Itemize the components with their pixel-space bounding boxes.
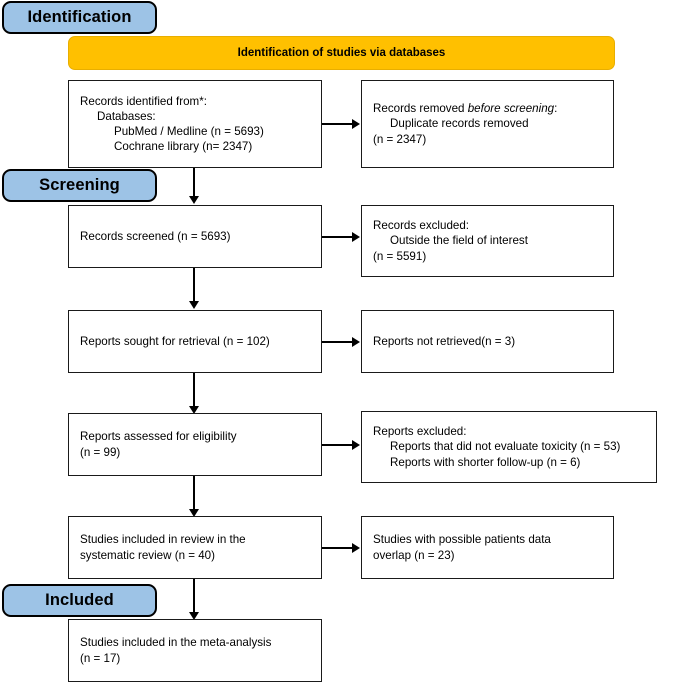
studies-included-review-line-1: Studies included in review in the	[80, 533, 246, 547]
arrow-identified-to-removed	[322, 123, 353, 125]
records-removed-italic: before screening	[467, 102, 555, 116]
records-excluded-line-3: (n = 5591)	[373, 249, 427, 263]
studies-included-review-line-2: systematic review (n = 40)	[80, 548, 215, 562]
box-reports-sought: Reports sought for retrieval (n = 102)	[68, 310, 322, 373]
box-records-removed: Records removed before screening: Duplic…	[361, 80, 614, 168]
records-identified-line-1: Records identified from*:	[80, 94, 207, 108]
reports-excluded-line-3: Reports with shorter follow-up (n = 6)	[390, 455, 581, 469]
arrow-included-review-to-meta	[193, 579, 195, 613]
records-identified-line-3: PubMed / Medline (n = 5693)	[114, 125, 264, 138]
stage-tab-identification-label: Identification	[27, 8, 132, 26]
records-identified-line-2: Databases:	[97, 109, 156, 123]
records-screened-line-1: Records screened (n = 5693)	[80, 229, 231, 243]
reports-excluded-line-1: Reports excluded:	[373, 425, 467, 439]
box-reports-not-retrieved: Reports not retrieved(n = 3)	[361, 310, 614, 373]
studies-overlap-line-1: Studies with possible patients data	[373, 533, 551, 547]
arrowhead-assessed-to-excluded	[352, 440, 360, 450]
records-removed-line-1: Records removed before screening:	[373, 101, 602, 116]
records-excluded-line-2: Outside the field of interest	[390, 234, 528, 248]
records-identified-line-4: Cochrane library (n= 2347)	[114, 140, 253, 154]
arrow-assessed-to-excluded	[322, 444, 353, 446]
reports-sought-line-1: Reports sought for retrieval (n = 102)	[80, 334, 270, 348]
reports-assessed-line-1: Reports assessed for eligibility	[80, 430, 237, 444]
stage-tab-included: Included	[2, 584, 157, 617]
stage-tab-identification: Identification	[2, 1, 157, 34]
arrowhead-sought-to-assessed	[189, 406, 199, 414]
records-removed-prefix: Records removed	[373, 102, 468, 116]
box-reports-excluded: Reports excluded: Reports that did not e…	[361, 411, 657, 483]
stage-tab-included-label: Included	[45, 591, 114, 609]
stage-tab-screening: Screening	[2, 169, 157, 202]
reports-assessed-line-2: (n = 99)	[80, 445, 121, 459]
arrow-screened-to-sought	[193, 268, 195, 302]
arrow-assessed-to-included-review	[193, 476, 195, 510]
arrow-screened-to-excluded	[322, 236, 353, 238]
reports-not-retrieved-line-1: Reports not retrieved(n = 3)	[373, 334, 516, 348]
studies-meta-analysis-line-2: (n = 17)	[80, 651, 121, 665]
arrowhead-identified-to-screened	[189, 196, 199, 204]
arrowhead-included-review-to-meta	[189, 612, 199, 620]
arrowhead-screened-to-sought	[189, 301, 199, 309]
arrowhead-identified-to-removed	[352, 119, 360, 129]
arrowhead-screened-to-excluded	[352, 232, 360, 242]
arrow-included-review-to-overlap	[322, 547, 353, 549]
records-excluded-line-1: Records excluded:	[373, 219, 470, 233]
records-removed-line-3: (n = 2347)	[373, 132, 427, 146]
box-studies-included-review: Studies included in review in the system…	[68, 516, 322, 579]
records-removed-line-2: Duplicate records removed	[390, 117, 529, 131]
studies-overlap-line-2: overlap (n = 23)	[373, 548, 455, 562]
box-studies-overlap: Studies with possible patients data over…	[361, 516, 614, 579]
box-records-identified: Records identified from*: Databases: Pub…	[68, 80, 322, 168]
arrow-sought-to-assessed	[193, 373, 195, 407]
box-reports-assessed: Reports assessed for eligibility (n = 99…	[68, 413, 322, 476]
arrowhead-sought-to-not-retrieved	[352, 337, 360, 347]
stage-tab-screening-label: Screening	[39, 176, 120, 194]
records-removed-suffix: :	[554, 102, 558, 116]
identification-banner: Identification of studies via databases	[68, 36, 615, 70]
reports-excluded-line-2: Reports that did not evaluate toxicity (…	[390, 440, 621, 454]
arrowhead-included-review-to-overlap	[352, 543, 360, 553]
arrow-identified-to-screened	[193, 168, 195, 197]
box-studies-meta-analysis: Studies included in the meta-analysis (n…	[68, 619, 322, 682]
box-records-excluded: Records excluded: Outside the field of i…	[361, 205, 614, 277]
arrowhead-assessed-to-included-review	[189, 509, 199, 517]
identification-banner-label: Identification of studies via databases	[237, 47, 446, 59]
studies-meta-analysis-line-1: Studies included in the meta-analysis	[80, 636, 272, 650]
box-records-screened: Records screened (n = 5693)	[68, 205, 322, 268]
arrow-sought-to-not-retrieved	[322, 341, 353, 343]
